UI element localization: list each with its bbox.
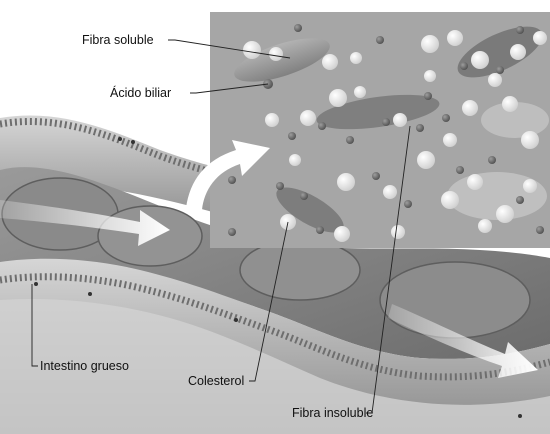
lumen-fold xyxy=(240,240,360,300)
label-intestino-grueso: Intestino grueso xyxy=(40,360,129,373)
cell-nucleus xyxy=(34,282,38,286)
cell-nucleus xyxy=(88,292,92,296)
label-fibra-insoluble: Fibra insoluble xyxy=(292,407,373,420)
lumen-fold xyxy=(380,262,530,338)
label-colesterol: Colesterol xyxy=(188,375,244,388)
cell-nucleus xyxy=(118,137,122,141)
label-acido-biliar: Ácido biliar xyxy=(110,87,171,100)
cell-nucleus xyxy=(518,414,522,418)
cell-nucleus xyxy=(234,318,238,322)
label-fibra-soluble: Fibra soluble xyxy=(82,34,154,47)
cell-nucleus xyxy=(131,140,135,144)
